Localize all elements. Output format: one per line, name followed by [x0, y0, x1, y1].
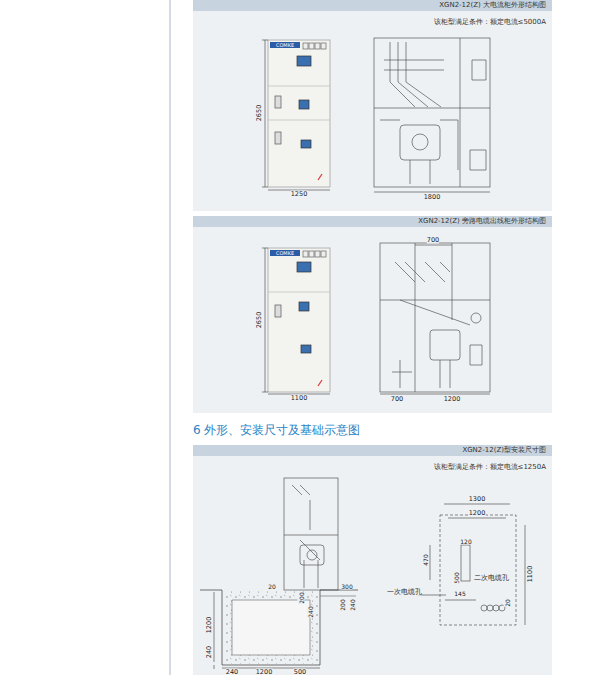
panel-note: 该柜型满足条件：额定电流≤1250A [434, 463, 546, 472]
panel-header: XGN2-12(Z) 大电流柜外形结构图该柜型满足条件：额定电流≤5000A [193, 0, 552, 11]
dimension: 1100 [527, 566, 534, 583]
panel-note: 该柜型满足条件：额定电流≤5000A [434, 18, 546, 27]
panel-header: XGN2-12(Z) 旁路电缆出线柜外形结构图 [193, 216, 552, 227]
dimension: 240 [307, 606, 314, 617]
dimension: 200 [339, 599, 346, 610]
dimension: 1200 [256, 669, 273, 675]
dimension: 470 [422, 554, 429, 565]
dimension: 1100 [291, 395, 308, 402]
panel-header: XGN2-12(Z)型安装尺寸图该柜型满足条件：额定电流≤1250A [193, 445, 552, 456]
dimension: 240 [206, 646, 213, 658]
dimension: 300 [341, 583, 352, 590]
dimension: 700 [391, 396, 403, 403]
logo-text: COMKE [276, 42, 294, 49]
dimension: 200 [298, 592, 305, 603]
dimension: 1300 [469, 496, 486, 503]
panel-title: XGN2-12(Z) 旁路电缆出线柜外形结构图 [418, 217, 546, 226]
callout-label: 一次电缆孔 [387, 589, 422, 596]
dimension: 1200 [444, 396, 461, 403]
dimension: 1800 [424, 194, 441, 201]
dimension: 20 [504, 599, 511, 607]
dimension: 500 [294, 669, 306, 675]
dimension: 120 [460, 538, 471, 545]
dimension: 20 [268, 583, 276, 590]
dimension: 240 [226, 669, 238, 675]
dimension: 1200 [206, 617, 213, 634]
dimension: 500 [453, 572, 460, 583]
panel-title: XGN2-12(Z) 大电流柜外形结构图 [439, 1, 546, 10]
panel-title: XGN2-12(Z)型安装尺寸图 [462, 446, 546, 455]
logo-text: COMKE [276, 250, 294, 257]
dimension: 1200 [469, 510, 486, 517]
section-heading: 6 外形、安装尺寸及基础示意图 [193, 423, 360, 437]
dimension: 700 [427, 237, 439, 244]
dimension: 240 [349, 599, 356, 610]
dimension: 2650 [256, 312, 263, 329]
dimension: 145 [454, 590, 465, 597]
callout-label: 二次电缆孔 [474, 575, 509, 582]
dimension: 2650 [256, 105, 263, 122]
dimension: 1250 [291, 191, 308, 198]
